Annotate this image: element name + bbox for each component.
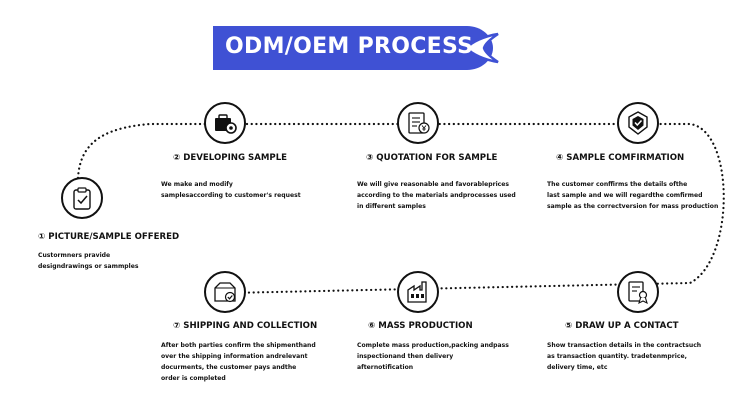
toolbox-gear-icon — [215, 114, 237, 134]
step-2-description: We make and modify samplesaccording to c… — [161, 181, 301, 199]
page-title: ODM/OEM PROCESS — [225, 34, 474, 59]
step-2-icon-circle — [204, 102, 246, 144]
verified-badge-icon — [628, 111, 648, 135]
step-3-description: We will give reasonable and favorablepri… — [357, 181, 516, 210]
title-banner: ODM/OEM PROCESS — [205, 26, 505, 70]
step-1-icon-circle — [61, 177, 103, 219]
step-4-icon-circle — [617, 102, 659, 144]
step-7-description: After both parties confirm the shipmenth… — [161, 342, 316, 382]
step-5-icon-circle — [617, 271, 659, 313]
step-5-title: ⑤ DRAW UP A CONTACT — [565, 321, 679, 331]
step-4-description: The customer conffirms the details ofthe… — [547, 181, 719, 210]
step-3-icon-circle — [397, 102, 439, 144]
quote-document-icon — [408, 112, 430, 134]
step-6-icon-circle — [397, 271, 439, 313]
step-2-title: ② DEVELOPING SAMPLE — [173, 153, 288, 163]
factory-icon — [407, 281, 427, 303]
step-5-description: Show transaction details in the contract… — [547, 342, 702, 371]
step-4-title: ④ SAMPLE COMFIRMATION — [556, 153, 685, 163]
shipping-box-check-icon — [214, 282, 236, 303]
clipboard-check-icon — [73, 187, 91, 210]
step-7-icon-circle — [204, 271, 246, 313]
contract-seal-icon — [628, 281, 648, 305]
step-1-title: ① PICTURE/SAMPLE OFFERED — [38, 232, 180, 242]
step-3-title: ③ QUOTATION FOR SAMPLE — [366, 153, 498, 163]
step-1-description: Custormners pravide designdrawings or sa… — [38, 252, 139, 270]
step-6-description: Complete mass production,packing andpass… — [357, 342, 509, 371]
step-7-title: ⑦ SHIPPING AND COLLECTION — [173, 321, 318, 331]
step-6-title: ⑥ MASS PRODUCTION — [368, 321, 473, 331]
